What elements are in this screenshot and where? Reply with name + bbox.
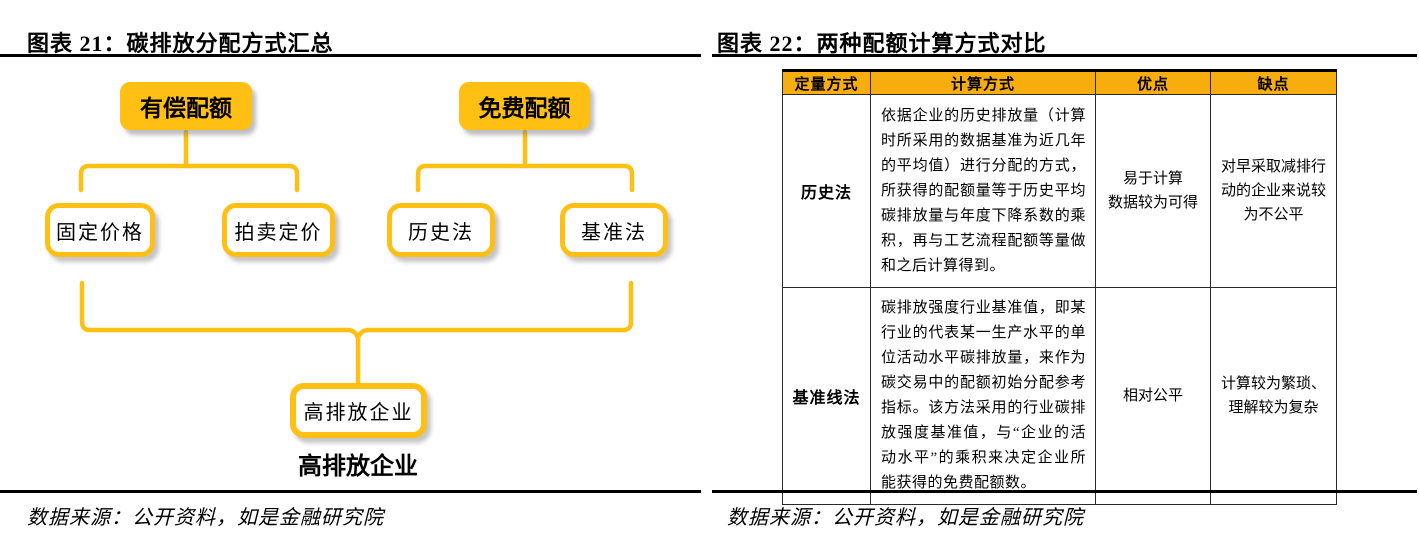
high-emission-caption: 高排放企业 bbox=[298, 453, 418, 480]
header-pros: 优点 bbox=[1095, 69, 1211, 95]
bracket-connectors bbox=[78, 129, 635, 385]
figure-22-title-rule bbox=[712, 54, 1417, 57]
figure-22-title: 图表 22：两种配额计算方式对比 bbox=[717, 31, 1047, 56]
history-cons-cell: 对早采取减排行动的企业来说较为不公平 bbox=[1210, 94, 1337, 288]
auction-price-node: 拍卖定价 bbox=[222, 203, 335, 257]
history-calculation-cell: 依据企业的历史排放量（计算时所采用的数据基准为近几年的平均值）进行分配的方式，所… bbox=[870, 94, 1096, 288]
figure-22-bottom-rule bbox=[712, 490, 1417, 493]
history-pros-cell: 易于计算 数据较为可得 bbox=[1095, 94, 1211, 288]
baseline-pros-cell: 相对公平 bbox=[1095, 287, 1211, 505]
benchmark-method-node: 基准法 bbox=[560, 203, 668, 257]
figure-21-bottom-rule bbox=[0, 490, 701, 493]
connector-brace-left bbox=[79, 280, 361, 341]
paid-quota-node: 有偿配额 bbox=[120, 82, 252, 130]
fixed-price-node: 固定价格 bbox=[45, 203, 155, 257]
baseline-method-cell: 基准线法 bbox=[782, 287, 871, 505]
history-method-node: 历史法 bbox=[387, 203, 495, 257]
baseline-cons-cell: 计算较为繁琐、理解较为复杂 bbox=[1210, 287, 1337, 505]
free-quota-node: 免费配额 bbox=[459, 82, 590, 130]
quota-comparison-table: 定量方式 计算方式 优点 缺点 历史法 依据企业的历史排放量（计算时所采用的数据… bbox=[782, 69, 1337, 505]
connector-bracket-paid bbox=[78, 163, 300, 193]
table-header-row: 定量方式 计算方式 优点 缺点 bbox=[782, 69, 1337, 95]
connector-bracket-free bbox=[415, 163, 635, 193]
header-cons: 缺点 bbox=[1210, 69, 1337, 95]
figure-21-title: 图表 21：碳排放分配方式汇总 bbox=[27, 31, 334, 56]
header-method: 定量方式 bbox=[782, 69, 871, 95]
connector-brace-right bbox=[355, 280, 634, 341]
figure-22-source: 数据来源：公开资料，如是金融研究院 bbox=[727, 507, 1084, 529]
figure-21-source: 数据来源：公开资料，如是金融研究院 bbox=[27, 507, 384, 529]
figure-21-title-rule bbox=[0, 54, 701, 57]
high-emission-node: 高排放企业 bbox=[290, 383, 427, 438]
table-row-baseline: 基准线法 碳排放强度行业基准值，即某行业的代表某一生产水平的单位活动水平碳排放量… bbox=[782, 287, 1337, 505]
history-method-cell: 历史法 bbox=[782, 94, 871, 288]
baseline-calculation-cell: 碳排放强度行业基准值，即某行业的代表某一生产水平的单位活动水平碳排放量，来作为碳… bbox=[870, 287, 1096, 505]
table-row-history: 历史法 依据企业的历史排放量（计算时所采用的数据基准为近几年的平均值）进行分配的… bbox=[782, 94, 1337, 288]
header-calculation: 计算方式 bbox=[870, 69, 1096, 95]
